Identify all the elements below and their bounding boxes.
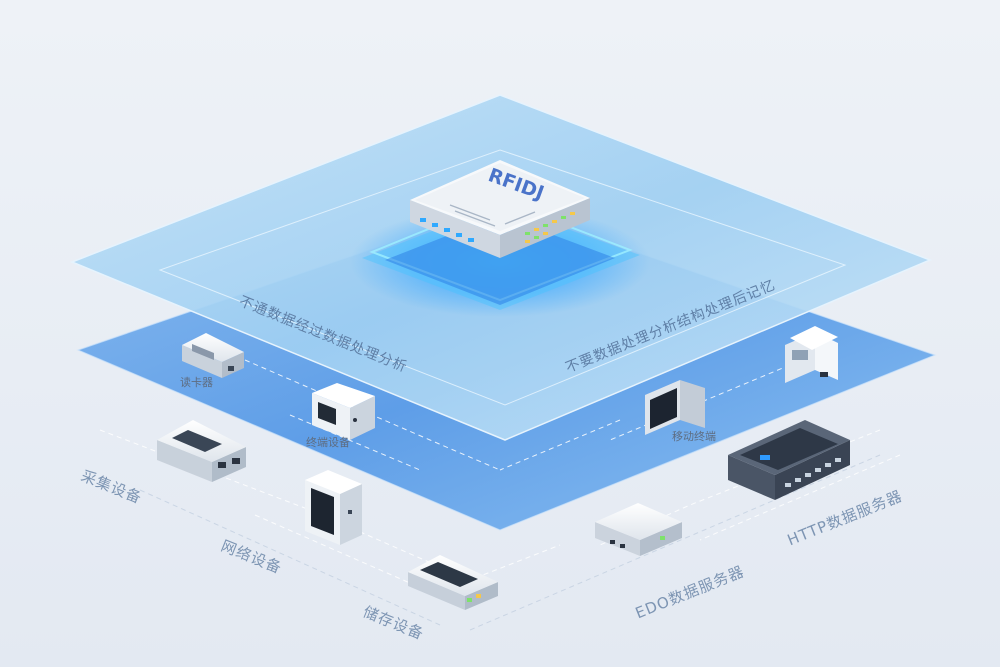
mobile-terminal-device — [645, 380, 705, 435]
storage-device — [408, 555, 498, 610]
edge-server-device — [595, 503, 682, 556]
rfid-chip: RFIDJ — [410, 160, 590, 258]
http-switch-device — [728, 420, 850, 500]
terminal-label: 终端设备 — [306, 436, 350, 449]
collector-device — [157, 420, 246, 482]
card-reader-label: 读卡器 — [180, 376, 213, 389]
small-router-device — [785, 326, 838, 383]
network-device — [305, 470, 362, 545]
card-reader-device — [182, 333, 244, 378]
mobile-terminal-label: 移动终端 — [672, 430, 716, 443]
terminal-device — [312, 383, 375, 440]
